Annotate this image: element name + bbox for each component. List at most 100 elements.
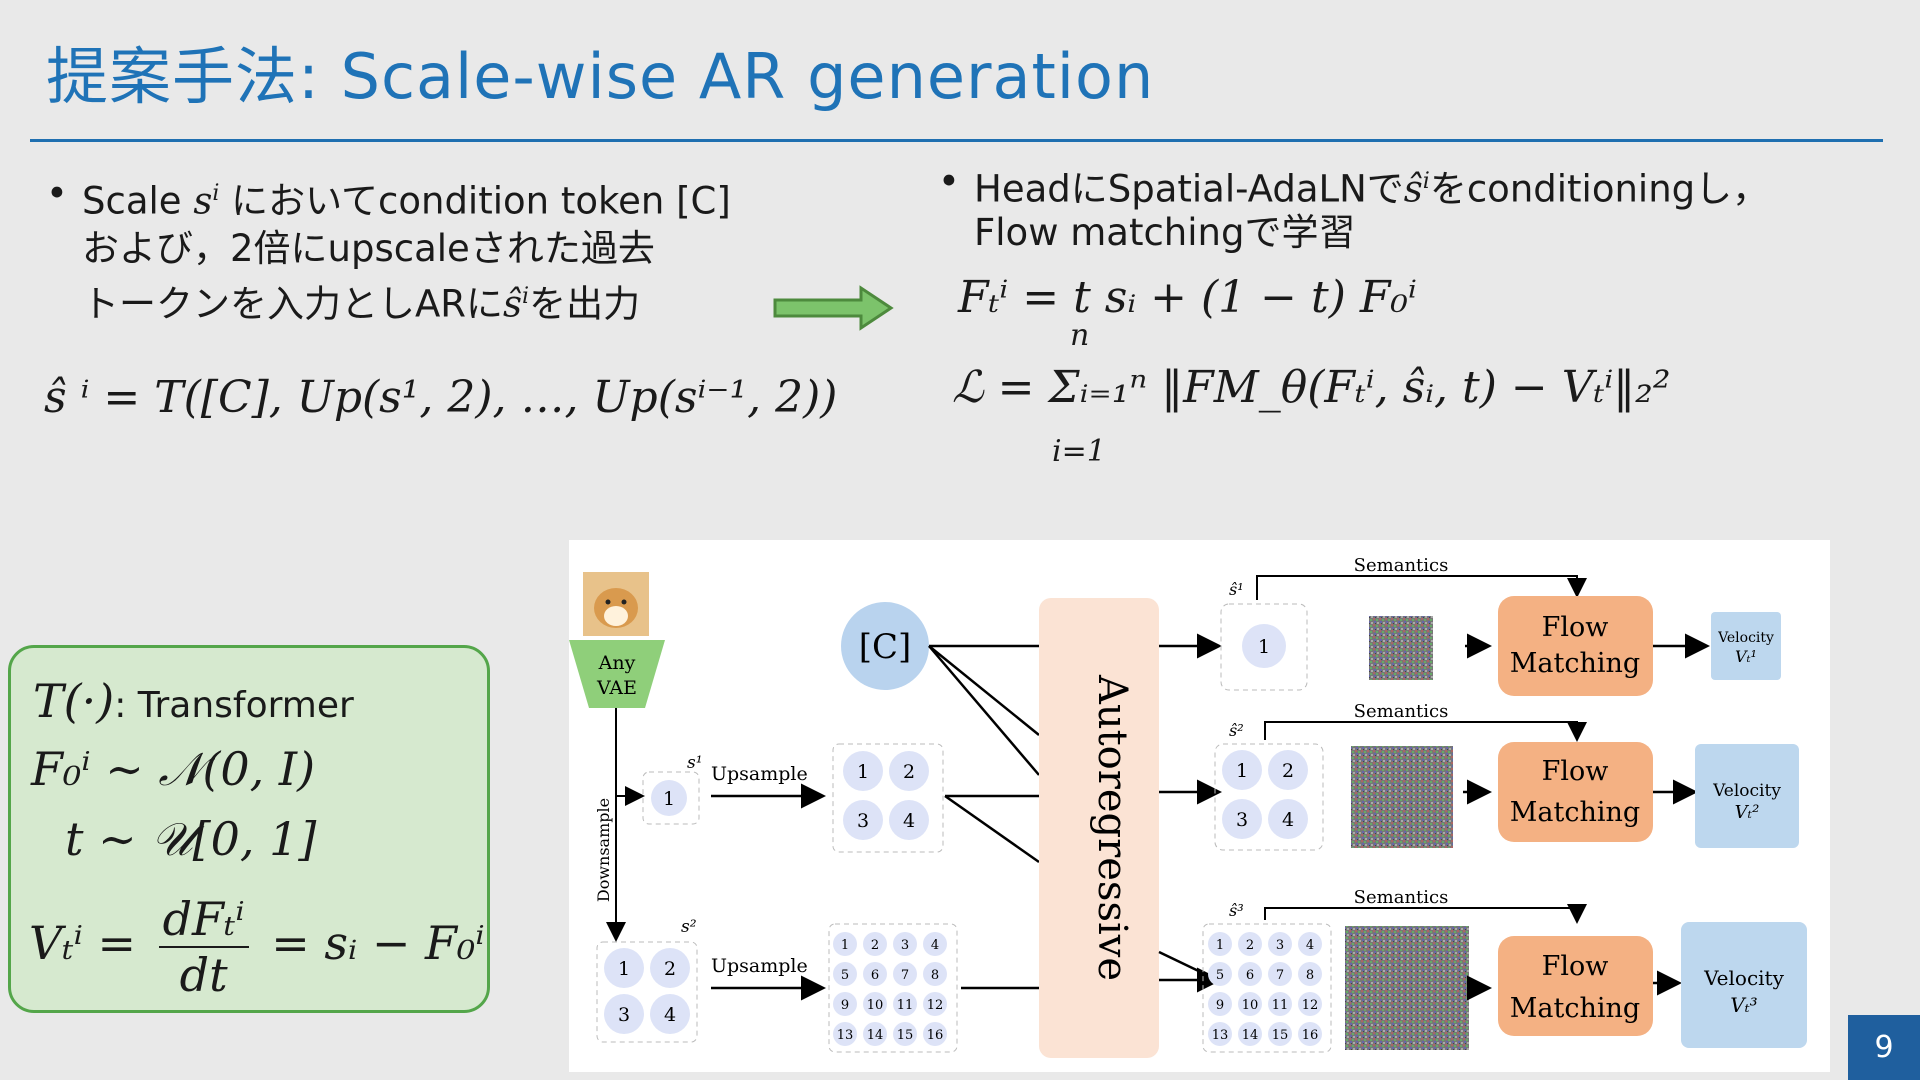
left-bullet: • Scale si においてcondition token [C] および，2… bbox=[46, 170, 762, 329]
slide-title: 提案手法: Scale-wise AR generation bbox=[46, 40, 1155, 113]
svg-text:Vₜ²: Vₜ² bbox=[1735, 802, 1760, 823]
svg-text:7: 7 bbox=[901, 968, 909, 983]
svg-text:Flow: Flow bbox=[1542, 951, 1609, 982]
svg-text:1: 1 bbox=[1216, 938, 1224, 953]
svg-text:13: 13 bbox=[1212, 1028, 1229, 1043]
svg-text:3: 3 bbox=[857, 810, 869, 832]
svg-text:2: 2 bbox=[664, 958, 676, 980]
svg-text:2: 2 bbox=[1282, 760, 1294, 782]
svg-text:6: 6 bbox=[871, 968, 879, 983]
svg-text:10: 10 bbox=[1242, 998, 1259, 1013]
velocity-block-1: Velocity Vₜ¹ bbox=[1711, 612, 1781, 680]
flow-matching-block-3: Flow Matching bbox=[1498, 936, 1653, 1036]
svg-text:Velocity: Velocity bbox=[1717, 630, 1774, 646]
svg-text:9: 9 bbox=[1216, 998, 1224, 1013]
svg-text:3: 3 bbox=[1276, 938, 1284, 953]
svg-text:11: 11 bbox=[1272, 998, 1289, 1013]
semantics-label-3: Semantics bbox=[1354, 887, 1449, 908]
svg-text:1: 1 bbox=[1258, 636, 1270, 658]
velocity-block-2: Velocity Vₜ² bbox=[1695, 744, 1799, 848]
condition-token: [C] bbox=[859, 627, 912, 667]
svg-text:7: 7 bbox=[1276, 968, 1284, 983]
svg-text:3: 3 bbox=[618, 1004, 630, 1026]
vae-label-2: VAE bbox=[596, 677, 637, 699]
left-bullet-line-1: Scale si においてcondition token [C] bbox=[82, 179, 731, 223]
svg-text:2: 2 bbox=[871, 938, 879, 953]
svg-text:6: 6 bbox=[1246, 968, 1254, 983]
svg-text:1: 1 bbox=[663, 788, 675, 810]
svg-text:9: 9 bbox=[841, 998, 849, 1013]
noise-patch-3 bbox=[1345, 926, 1469, 1050]
svg-text:2: 2 bbox=[1246, 938, 1254, 953]
predicted-scale-1: ŝ¹ bbox=[1229, 580, 1244, 599]
noise-patch-2 bbox=[1351, 746, 1453, 848]
svg-text:1: 1 bbox=[841, 938, 849, 953]
architecture-diagram: Any VAE Downsample 1 s¹ Upsample 1 2 3 4… bbox=[569, 555, 1807, 1058]
svg-text:1: 1 bbox=[857, 761, 869, 783]
predicted-scale-2: ŝ² bbox=[1229, 721, 1244, 740]
noise-patch-1 bbox=[1369, 616, 1433, 680]
svg-text:16: 16 bbox=[1302, 1028, 1319, 1043]
svg-text:Vₜ¹: Vₜ¹ bbox=[1735, 647, 1757, 666]
svg-text:12: 12 bbox=[1302, 998, 1319, 1013]
svg-text:15: 15 bbox=[897, 1028, 914, 1043]
svg-text:Matching: Matching bbox=[1510, 797, 1640, 828]
right-bullet-line-2: Flow matchingで学習 bbox=[974, 211, 1356, 255]
svg-text:1: 1 bbox=[618, 958, 630, 980]
vae-block bbox=[569, 640, 665, 708]
vae-label-1: Any bbox=[598, 652, 636, 674]
svg-text:14: 14 bbox=[1242, 1028, 1259, 1043]
downsample-label: Downsample bbox=[594, 798, 613, 902]
scale-2-label: s² bbox=[681, 917, 697, 937]
right-bullet-line-1: HeadにSpatial-AdaLNでŝiをconditioningし， bbox=[974, 167, 1770, 211]
velocity-fraction: dFₜⁱ dt bbox=[158, 892, 249, 1002]
flow-matching-block-1: Flow Matching bbox=[1498, 596, 1653, 696]
svg-text:16: 16 bbox=[927, 1028, 944, 1043]
svg-text:14: 14 bbox=[867, 1028, 884, 1043]
left-bullet-line-3: トークンを入力としARにŝiを出力 bbox=[82, 282, 641, 326]
upsample-label-1: Upsample bbox=[711, 763, 808, 785]
semantics-label-1: Semantics bbox=[1354, 555, 1449, 576]
sum-lower-limit: i=1 bbox=[1052, 434, 1106, 469]
svg-text:Velocity: Velocity bbox=[1712, 781, 1781, 801]
sum-upper-limit: n bbox=[1070, 318, 1090, 353]
svg-text:3: 3 bbox=[1236, 809, 1248, 831]
svg-text:4: 4 bbox=[1306, 938, 1314, 953]
svg-text:4: 4 bbox=[664, 1004, 676, 1026]
svg-text:8: 8 bbox=[1306, 968, 1314, 983]
svg-text:3: 3 bbox=[901, 938, 909, 953]
svg-text:5: 5 bbox=[1216, 968, 1224, 983]
time-definition: t ∼ 𝒰[0, 1] bbox=[65, 812, 317, 866]
svg-text:Velocity: Velocity bbox=[1703, 966, 1785, 990]
method-figure: Any VAE Downsample 1 s¹ Upsample 1 2 3 4… bbox=[569, 540, 1830, 1072]
scale-1-label: s¹ bbox=[687, 753, 703, 773]
velocity-block-3: Velocity Vₜ³ bbox=[1681, 922, 1807, 1048]
right-arrow-icon bbox=[773, 285, 894, 331]
svg-text:8: 8 bbox=[931, 968, 939, 983]
left-bullet-line-2: および，2倍にupscaleされた過去 bbox=[82, 227, 655, 271]
right-bullet: • HeadにSpatial-AdaLNでŝiをconditioningし， F… bbox=[938, 160, 1874, 255]
page-number-badge: 9 bbox=[1848, 1015, 1920, 1080]
bullet-marker: • bbox=[46, 172, 68, 215]
svg-text:10: 10 bbox=[867, 998, 884, 1013]
svg-text:4: 4 bbox=[903, 810, 915, 832]
svg-text:5: 5 bbox=[841, 968, 849, 983]
svg-text:15: 15 bbox=[1272, 1028, 1289, 1043]
transformer-equation: ŝ ⁱ = T([C], Up(s¹, 2), …, Up(sⁱ⁻¹, 2)) bbox=[44, 372, 838, 423]
svg-text:12: 12 bbox=[927, 998, 944, 1013]
bullet-marker: • bbox=[938, 160, 960, 203]
svg-text:Matching: Matching bbox=[1510, 993, 1640, 1024]
svg-text:4: 4 bbox=[931, 938, 939, 953]
predicted-scale-3: ŝ³ bbox=[1229, 901, 1244, 920]
noise-definition: F₀ⁱ ∼ 𝒩(0, I) bbox=[31, 742, 316, 796]
svg-text:Vₜ³: Vₜ³ bbox=[1730, 993, 1757, 1017]
autoregressive-label: Autoregressive bbox=[1089, 674, 1135, 981]
svg-text:13: 13 bbox=[837, 1028, 854, 1043]
svg-text:4: 4 bbox=[1282, 809, 1294, 831]
svg-text:Matching: Matching bbox=[1510, 648, 1640, 679]
upsample-label-2: Upsample bbox=[711, 955, 808, 977]
svg-text:2: 2 bbox=[903, 761, 915, 783]
svg-text:11: 11 bbox=[897, 998, 914, 1013]
semantics-label-2: Semantics bbox=[1354, 701, 1449, 722]
svg-text:Flow: Flow bbox=[1542, 756, 1609, 787]
